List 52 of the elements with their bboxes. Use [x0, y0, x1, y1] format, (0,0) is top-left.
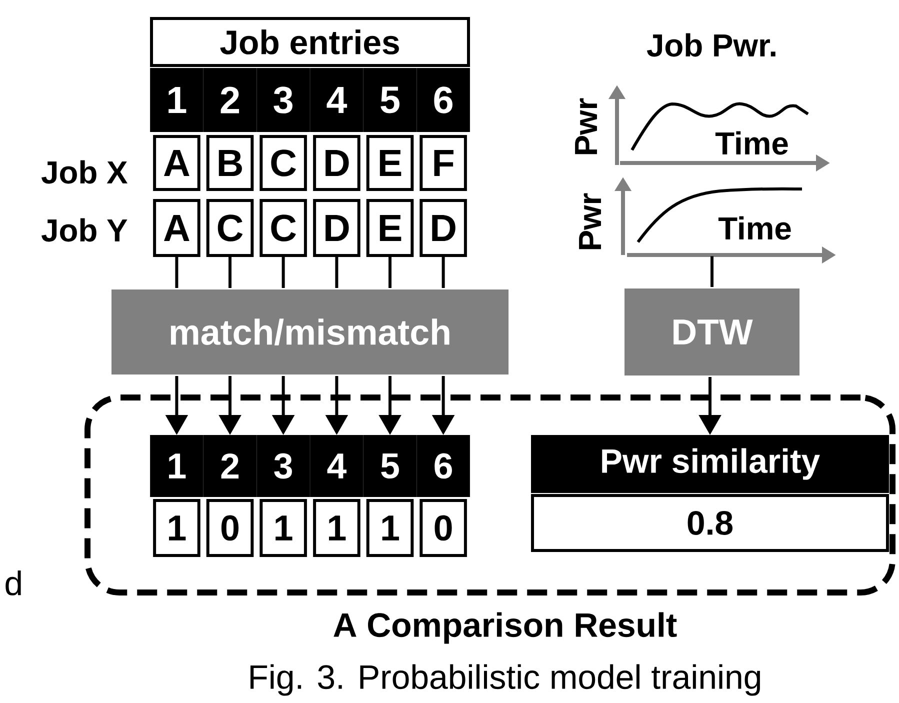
group-heading: A Comparison Result — [334, 612, 677, 644]
caption: Fig. 3. Probabilistic model training — [250, 664, 760, 696]
number-cell: 2 — [203, 68, 257, 132]
number-cell: 5 — [363, 68, 417, 132]
table-cell: E — [366, 135, 414, 191]
connector — [388, 257, 392, 288]
number-cell: 3 — [256, 68, 310, 132]
table-cell: E — [366, 199, 414, 257]
process-box: DTW — [624, 288, 800, 376]
table-cell: 0 — [420, 499, 467, 557]
axis-label: Time — [715, 131, 788, 155]
table-cell: C — [260, 135, 307, 191]
table-cell: D — [313, 199, 360, 257]
number-cell: 4 — [310, 68, 364, 132]
number-cell: 4 — [310, 435, 364, 497]
axis-label: Pwr — [575, 98, 597, 154]
connector — [710, 256, 714, 287]
table-cell: 1 — [313, 499, 360, 557]
table-cell: F — [420, 135, 467, 191]
connector — [442, 257, 445, 288]
connector — [282, 257, 285, 288]
table-cell: 0 — [206, 499, 254, 557]
axis-label: Time — [718, 216, 791, 240]
table-cell: 1 — [260, 499, 307, 557]
table-cell: A — [153, 199, 200, 257]
connector — [228, 257, 232, 288]
table-cell: D — [313, 135, 360, 191]
connector — [175, 257, 178, 288]
table-cell: C — [260, 199, 307, 257]
number-cell: Pwr similarity — [531, 435, 889, 493]
table-cell: D — [420, 199, 467, 257]
row-label: Job Y — [42, 218, 128, 242]
table-cell: 1 — [366, 499, 414, 557]
table-cell: C — [206, 199, 254, 257]
cut-off-text: d — [6, 570, 21, 596]
table-cell: B — [206, 135, 254, 191]
table-cell: 0.8 — [531, 494, 889, 552]
table-header: Job entries — [150, 17, 470, 67]
number-cell: 1 — [150, 68, 204, 132]
connector — [335, 257, 338, 288]
row-label: Job X — [42, 160, 128, 184]
number-cell: 1 — [150, 435, 204, 497]
process-box: match/mismatch — [112, 290, 508, 374]
axis-label: Pwr — [579, 193, 601, 250]
table-cell: 1 — [153, 499, 200, 557]
number-cell: 6 — [416, 435, 470, 497]
number-cell: 6 — [416, 68, 470, 132]
number-cell: 2 — [203, 435, 257, 497]
table-cell: A — [153, 135, 200, 191]
number-cell: 5 — [363, 435, 417, 497]
chart-title: Job Pwr. — [646, 33, 776, 57]
number-cell: 3 — [256, 435, 310, 497]
